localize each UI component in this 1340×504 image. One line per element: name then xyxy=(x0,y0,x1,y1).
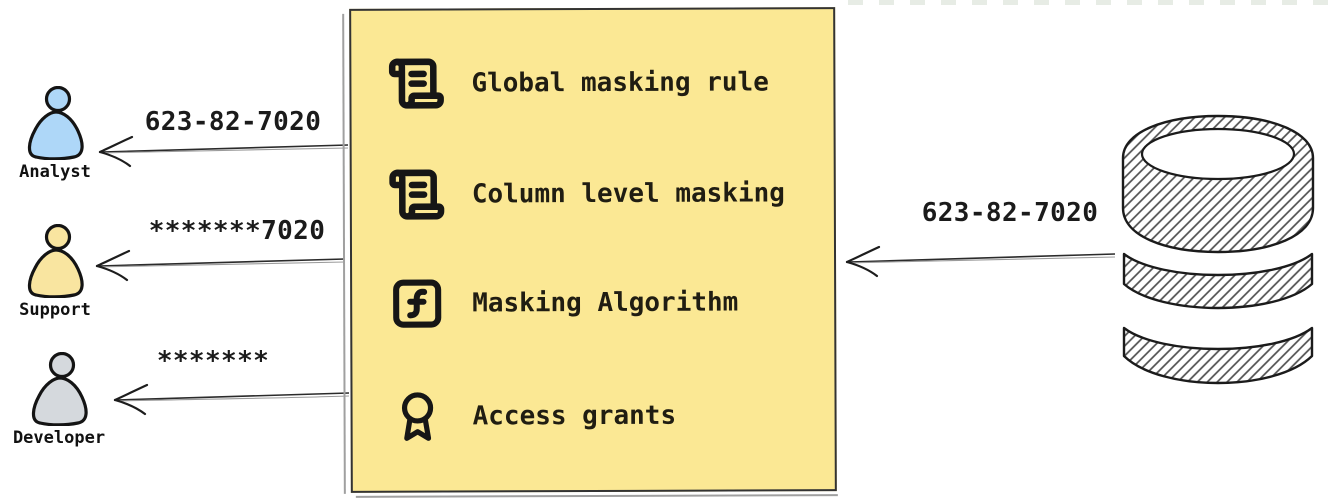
person-icon xyxy=(27,86,84,160)
panel-sketch-stroke xyxy=(355,494,838,498)
panel-row-column-level-masking: Column level masking xyxy=(386,164,816,224)
database-icon xyxy=(1121,114,1315,385)
actor-support: Support xyxy=(0,224,110,320)
decorative-dashed-line xyxy=(848,0,1340,5)
arrow-to-support xyxy=(95,249,346,282)
analyst-value: 623-82-7020 xyxy=(144,107,322,137)
scroll-text-icon xyxy=(386,165,448,223)
arrow-to-analyst xyxy=(98,135,349,168)
panel-item-label: Masking Algorithm xyxy=(472,287,739,319)
masking-panel: Global masking rule Column level masking xyxy=(342,7,838,498)
function-square-icon xyxy=(386,276,448,332)
developer-value: ******* xyxy=(156,346,270,376)
support-value: *******7020 xyxy=(148,216,326,246)
award-icon xyxy=(386,384,448,448)
person-icon xyxy=(31,352,88,426)
actor-developer-label: Developer xyxy=(12,428,106,448)
database-value: 623-82-7020 xyxy=(921,198,1099,228)
panel-row-access-grants: Access grants xyxy=(386,383,816,449)
arrow-to-developer xyxy=(113,383,350,416)
person-icon xyxy=(27,224,84,298)
actor-analyst-label: Analyst xyxy=(19,162,91,182)
panel-row-global-masking-rule: Global masking rule xyxy=(385,53,815,113)
panel-item-label: Global masking rule xyxy=(471,67,769,99)
actor-support-label: Support xyxy=(19,300,91,320)
panel-row-masking-algorithm: Masking Algorithm xyxy=(386,275,816,333)
actor-analyst: Analyst xyxy=(0,86,110,182)
panel-item-label: Column level masking xyxy=(471,177,785,210)
panel-item-label: Access grants xyxy=(472,400,677,432)
actor-developer: Developer xyxy=(4,352,114,448)
arrow-from-database xyxy=(845,245,1116,278)
scroll-text-icon xyxy=(385,55,447,113)
